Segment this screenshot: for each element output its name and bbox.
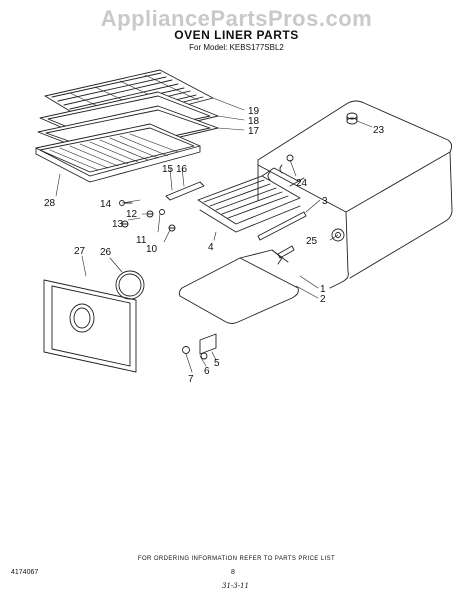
callout-17: 17 [248, 126, 260, 137]
page-number: 8 [231, 569, 235, 576]
callout-19: 19 [248, 106, 260, 117]
callout-15: 15 [162, 164, 174, 175]
callout-10: 10 [146, 244, 158, 255]
callout-7: 7 [188, 374, 194, 385]
callout-12: 12 [126, 209, 138, 220]
callout-27: 27 [74, 246, 86, 257]
callout-16: 16 [176, 164, 188, 175]
callout-11: 11 [136, 235, 147, 246]
callout-13: 13 [112, 219, 124, 230]
callout-1: 1 [320, 284, 326, 295]
document-code: 4174067 [11, 569, 39, 576]
callout-5: 5 [214, 358, 220, 369]
callout-3: 3 [322, 196, 328, 207]
callout-labels: 19 18 17 23 28 15 16 24 3 14 13 12 11 10… [44, 106, 385, 385]
oven-door-liner [43, 270, 145, 373]
rack-assemblies [35, 69, 219, 183]
callout-14: 14 [100, 199, 112, 210]
model-subtitle: For Model: KEBS177SBL2 [189, 43, 284, 52]
oven-liner-cavity [257, 100, 453, 289]
callout-26: 26 [100, 247, 112, 258]
callout-6: 6 [204, 366, 210, 377]
ordering-info: FOR ORDERING INFORMATION REFER TO PARTS … [137, 556, 336, 562]
handwritten-date: 31-3-11 [222, 582, 249, 590]
hardware-parts [119, 154, 307, 360]
callout-18: 18 [248, 116, 260, 127]
broil-element [197, 167, 301, 233]
callout-24: 24 [296, 178, 308, 189]
callout-4: 4 [208, 242, 214, 253]
bake-element [178, 249, 299, 324]
callout-28: 28 [44, 198, 56, 209]
callout-23: 23 [373, 125, 385, 136]
callout-leaders [55, 97, 373, 373]
watermark: AppliancePartsPros.com [100, 6, 373, 31]
page-title: OVEN LINER PARTS [174, 28, 299, 42]
callout-2: 2 [320, 294, 326, 305]
callout-25: 25 [306, 236, 318, 247]
